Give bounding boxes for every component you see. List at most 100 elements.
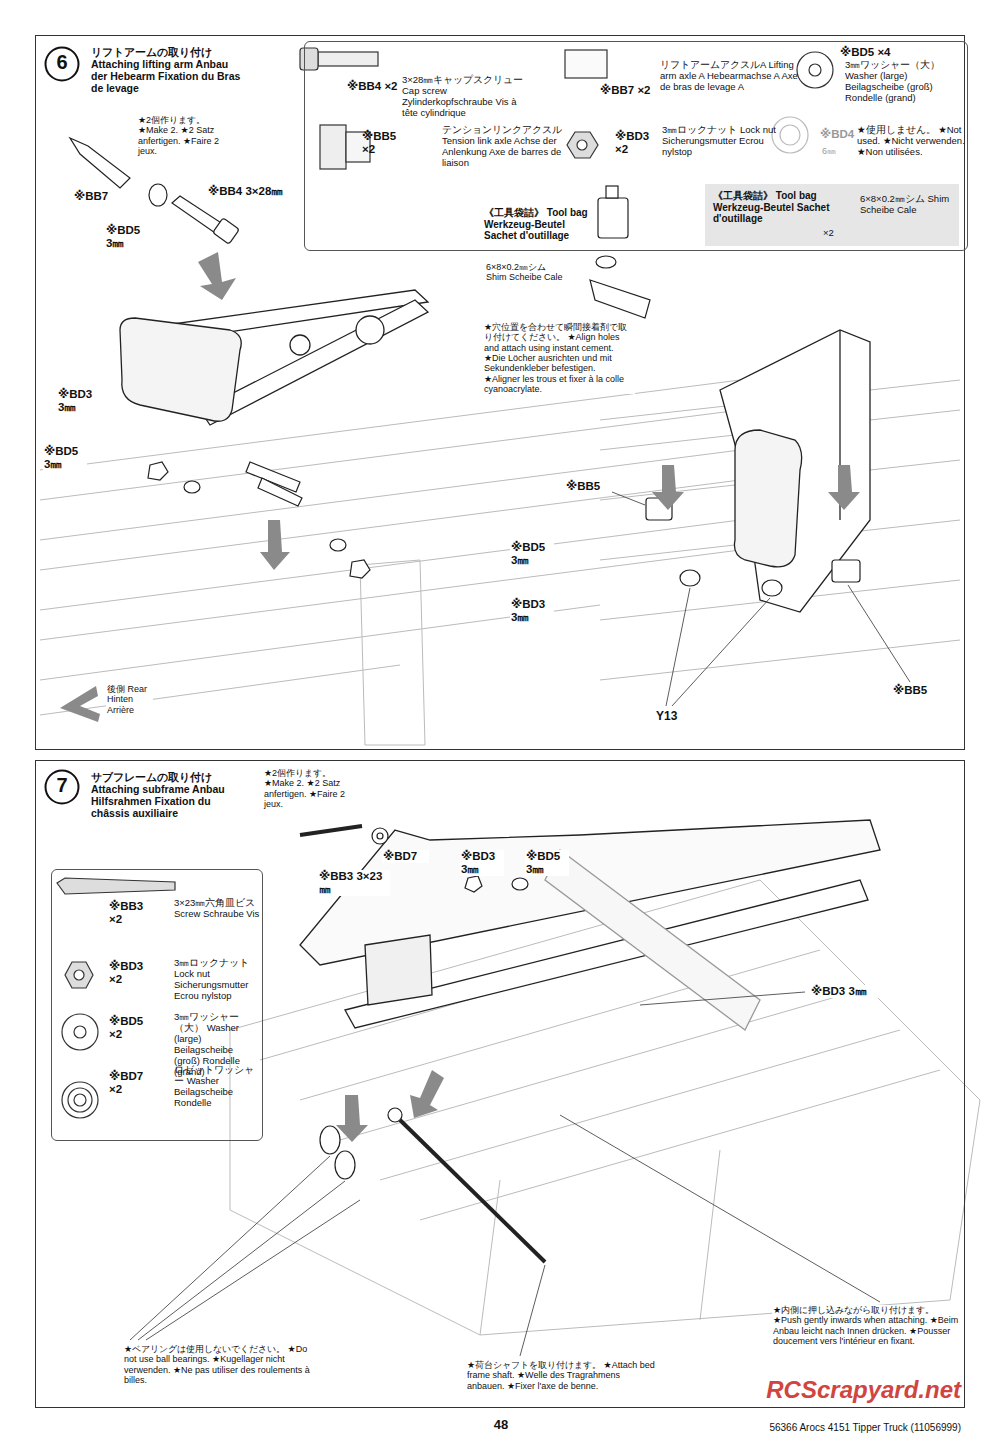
part-icon [74, 1094, 86, 1106]
callout-label: ※BD7 [382, 850, 429, 863]
guide-arrow [198, 252, 236, 300]
leader-line [138, 1181, 345, 1340]
node-text: ※BB7 ×2 [600, 84, 658, 97]
leader-line [612, 492, 645, 505]
callout-label: 56366 Arocs 4151 Tipper Truck (11056999) [760, 1422, 962, 1434]
chassis-drawing [40, 410, 740, 500]
callout-label: ※BB3 3×23㎜ [318, 870, 390, 896]
node-text: 3㎜ロックナット Lock nut Sicherungsmutter Ecrou… [662, 125, 777, 158]
watermark: RCScrapyard.net [760, 1376, 962, 1404]
part-icon [68, 1088, 92, 1112]
node-text: ロゼットワッシャー Washer Beilagscheibe Rondelle [174, 1065, 260, 1109]
node-text: ※BD5 ×4 [840, 46, 900, 59]
small-parts [70, 138, 130, 188]
part-icon [74, 970, 84, 980]
leader-line [848, 585, 910, 682]
small-parts [213, 218, 240, 244]
callout-label: ※BB5 [892, 684, 939, 697]
part-icon [565, 50, 607, 78]
chassis-drawing [40, 450, 740, 540]
callout-label: ※BD3 3㎜ [510, 598, 554, 624]
callout-label: ※BD3 3㎜ [810, 985, 892, 998]
node-text: 3㎜ワッシャー（大） Washer (large) Beilagscheibe … [845, 60, 965, 104]
small-parts [350, 560, 370, 578]
node-text: 3×23㎜六角皿ビス Screw Schraube Vis [174, 898, 260, 920]
callout-label: ※BD5 3㎜ [510, 541, 554, 567]
part-icon [62, 1014, 98, 1050]
node-text: ×2 [823, 228, 845, 239]
node-text: ※BB3 ×2 [109, 900, 154, 926]
lift-arm-drawing [356, 316, 384, 344]
callout-label: ★ベアリングは使用しないでください。 ★Do not use ball bear… [123, 1344, 315, 1385]
chassis-drawing [40, 550, 740, 640]
part-icon [57, 878, 175, 894]
small-parts [512, 878, 528, 890]
leader-line [130, 492, 910, 1356]
small-parts [148, 462, 168, 480]
callout-label: ※BD5 3㎜ [525, 850, 569, 876]
callout-label: ※BD5 3㎜ [43, 445, 87, 471]
callout-label: ★穴位置を合わせて瞬間接着剤で取り付けてください。 ★Align holes a… [483, 322, 635, 394]
leader-line [672, 598, 770, 706]
step-number-text: 6 [44, 51, 80, 74]
small-parts [70, 138, 860, 1262]
parts-box: ※BB4 ×23×28㎜キャップスクリュー Cap screw Zylinder… [304, 41, 968, 251]
callout-label: 《工具袋詰》 Tool bag Werkzeug-Beutel Sachet d… [483, 207, 595, 242]
small-parts [149, 184, 167, 206]
small-parts [300, 826, 362, 835]
part-icon [780, 125, 800, 145]
node-text: サブフレームの取り付け Attaching subframe Anbau Hil… [91, 771, 241, 819]
part-icon [772, 117, 808, 153]
part-icon [809, 64, 821, 76]
small-parts [598, 198, 628, 238]
part-icon [65, 962, 93, 988]
step-number: 7 [44, 769, 80, 805]
part-icon [577, 140, 587, 150]
small-parts [606, 186, 618, 198]
callout-label: 6×8×0.2㎜シム Shim Scheibe Cale [485, 262, 567, 283]
leader-line [666, 588, 690, 706]
callout-label: 48 [485, 1418, 517, 1433]
node-text: ※BB5 ×2 [362, 130, 404, 156]
small-parts [465, 876, 482, 892]
chassis-drawing [600, 640, 960, 680]
leader-line [146, 1200, 360, 1340]
callout-label: ※BB5 [565, 480, 612, 493]
tool-bag-box: 《工具袋詰》 Tool bag Werkzeug-Beutel Sachet d… [705, 184, 959, 246]
callout-label: ★内側に押し込みながら取り付けます。 ★Push gently inwards … [772, 1305, 964, 1346]
small-parts [377, 833, 383, 839]
node-text: 《工具袋詰》 Tool bag Werkzeug-Beutel Sachet d… [713, 190, 833, 225]
chassis-drawing [380, 1030, 900, 1180]
lift-arm-drawing [545, 850, 760, 1030]
callout-label: ※BD3 3㎜ [460, 850, 504, 876]
chassis-drawing [700, 1150, 720, 1320]
guide-arrow [60, 686, 100, 722]
node-text: ※BD3 ×2 [109, 960, 154, 986]
small-parts [388, 1108, 402, 1122]
node-text: テンションリンクアクスル Tension link axle Achse der… [442, 125, 577, 169]
callout-label: ※BD5 3㎜ [105, 224, 149, 250]
part-icon [320, 125, 346, 169]
small-parts [335, 1151, 355, 1179]
callout-label: Y13 [655, 710, 692, 724]
callout-label: ※BB7 [73, 190, 120, 203]
small-parts [680, 570, 700, 586]
small-parts [590, 280, 650, 318]
small-parts [372, 828, 388, 844]
node-text: ※BD7 ×2 [109, 1070, 154, 1096]
guide-arrow [260, 520, 290, 570]
chassis-drawing [360, 560, 425, 745]
parts-box: ※BB3 ×2 3×23㎜六角皿ビス Screw Schraube Vis ※BD3… [51, 869, 263, 1141]
node-text: ※BD5 ×2 [109, 1015, 154, 1041]
node-text: ※BB4 ×2 [347, 80, 407, 93]
part-icon [74, 1026, 86, 1038]
node-text: 6㎜ [822, 146, 852, 156]
node-text: 3㎜ロックナット Lock nut Sicherungsmutter Ecrou… [174, 958, 260, 1002]
node-text: ※BD3 ×2 [615, 130, 657, 156]
small-parts [596, 256, 616, 268]
callout-label: ※BD3 3㎜ [57, 388, 101, 414]
step-number-text: 7 [44, 774, 80, 797]
guide-arrow [336, 1095, 368, 1142]
small-parts [320, 1126, 340, 1154]
leader-line [520, 1265, 545, 1356]
